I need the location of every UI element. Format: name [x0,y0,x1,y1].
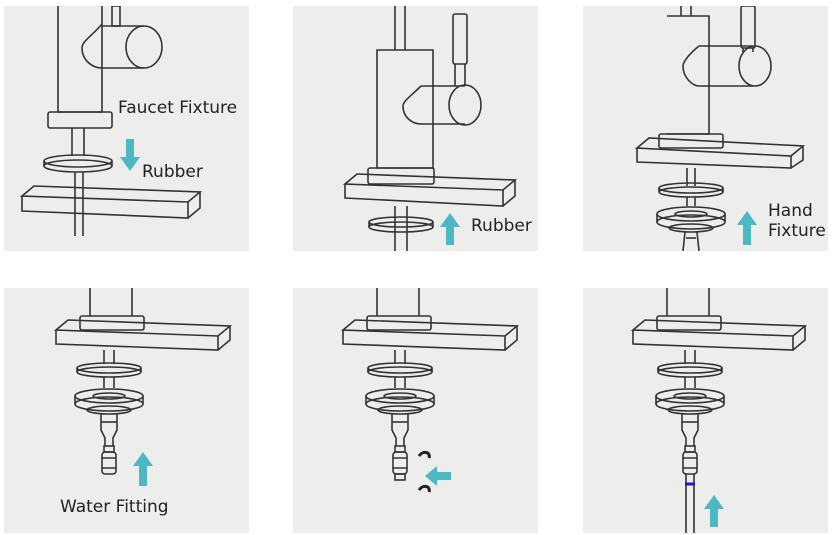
rubber-label: Rubber [142,162,203,182]
hand-fixture-nut [655,388,725,415]
hand-fixture-label-line1: Hand [768,201,813,221]
up-arrow-icon [133,452,153,486]
faucet-body [376,288,420,316]
faucet-flange [47,111,113,129]
countertop [342,173,518,207]
faucet-fixture-label: Faucet Fixture [118,98,238,118]
step-6-panel [583,288,828,533]
hand-fixture-nut [656,206,726,233]
hand-fixture-nut [74,388,144,415]
countertop [53,319,233,351]
step-2-panel: Rubber [293,6,538,251]
step-3-panel: Hand Fixture [583,6,828,251]
hand-fixture-label-line2: Fixture [768,221,826,241]
step-1-panel: Faucet Fixture Rubber [4,6,249,251]
faucet-flange [658,133,724,149]
faucet-body [57,6,163,113]
hand-fixture-nut [365,388,435,415]
countertop [630,319,808,351]
up-arrow-icon [704,495,724,527]
faucet-body [666,288,710,316]
water-fitting [391,414,409,481]
faucet-shank [71,128,85,156]
countertop [634,137,806,169]
countertop [340,319,520,351]
water-fitting-label: Water Fitting [60,497,169,517]
up-arrow-icon [440,213,460,245]
clip-icon [417,450,431,493]
water-fitting [100,414,118,475]
left-arrow-icon [425,466,451,486]
faucet-flange [367,167,435,185]
water-fitting [681,414,699,475]
faucet-body [667,6,772,135]
down-arrow-icon [120,139,140,171]
countertop [19,185,203,219]
faucet-body [89,288,133,316]
faucet-body [376,13,482,169]
step-5-panel [293,288,538,533]
step-4-panel: Water Fitting [4,288,249,533]
up-arrow-icon [737,211,757,245]
rubber-label: Rubber [471,216,532,236]
